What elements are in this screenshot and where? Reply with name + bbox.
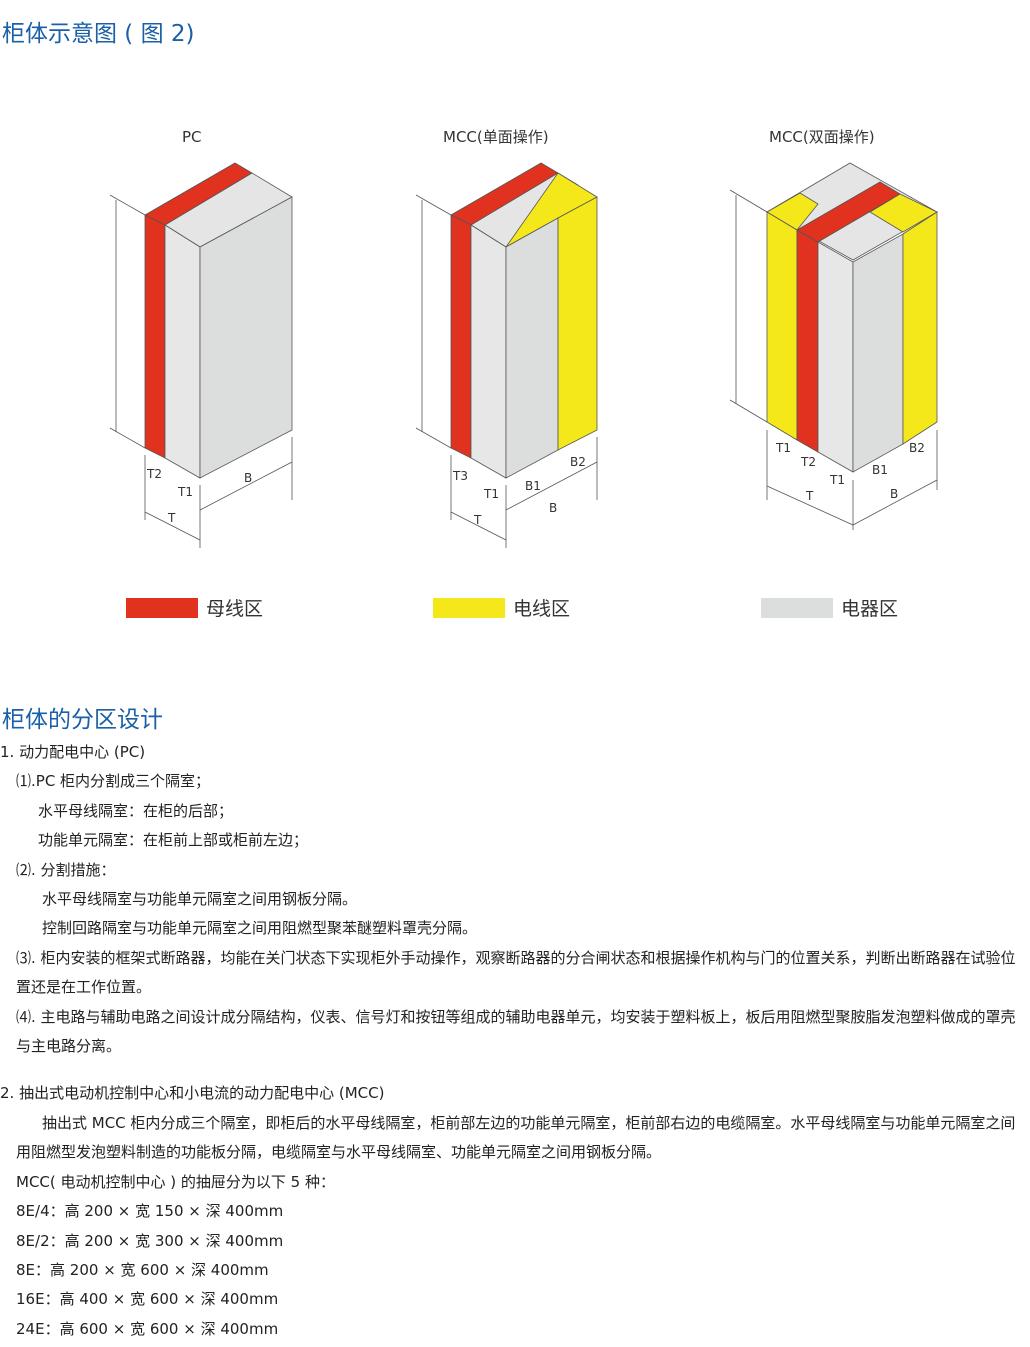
legend-swatch-grey bbox=[761, 597, 833, 618]
legend-swatch-yellow bbox=[433, 597, 505, 618]
dim-label: T bbox=[805, 489, 814, 503]
paragraph: 抽出式 MCC 柜内分成三个隔室，即柜后的水平母线隔室，柜前部左边的功能单元隔室… bbox=[16, 1113, 1016, 1162]
paragraph: 控制回路隔室与功能单元隔室之间用阻燃型聚苯醚塑料罩壳分隔。 bbox=[42, 919, 478, 938]
legend-cable: 电线区 bbox=[433, 594, 570, 621]
dim-label: B bbox=[890, 487, 898, 501]
dim-label: B2 bbox=[909, 441, 925, 455]
dim-label: T2 bbox=[146, 467, 162, 481]
legend-label: 电线区 bbox=[513, 598, 571, 620]
dim-label: B2 bbox=[570, 455, 586, 469]
diagram-label-mcc-double: MCC(双面操作) bbox=[769, 128, 875, 146]
paragraph: ⑵. 分割措施： bbox=[16, 860, 116, 879]
dim-label: B1 bbox=[872, 463, 888, 477]
diagram-label-mcc-single: MCC(单面操作) bbox=[443, 128, 549, 146]
paragraph: 水平母线隔室：在柜的后部； bbox=[38, 801, 234, 820]
paragraph: ⑶. 柜内安装的框架式断路器，均能在关门状态下实现柜外手动操作，观察断路器的分合… bbox=[16, 948, 1016, 997]
dim-label: T1 bbox=[775, 441, 791, 455]
dim-label: T bbox=[473, 513, 482, 527]
drawer-spec: 24E：高 600 × 宽 600 × 深 400mm bbox=[16, 1319, 279, 1338]
heading-pc: 1. 动力配电中心 (PC) bbox=[0, 743, 146, 761]
dim-label: T bbox=[167, 511, 176, 525]
drawer-spec: 8E：高 200 × 宽 600 × 深 400mm bbox=[16, 1260, 269, 1279]
drawer-spec: 8E/4：高 200 × 宽 150 × 深 400mm bbox=[16, 1202, 284, 1221]
dim-label: T1 bbox=[177, 485, 193, 499]
pc-cabinet bbox=[109, 162, 293, 548]
dim-label: T1 bbox=[483, 487, 499, 501]
dim-label: T1 bbox=[829, 473, 845, 487]
page-title: 柜体示意图 ( 图 2) bbox=[2, 21, 195, 47]
body-text: 1. 动力配电中心 (PC) ⑴.PC 柜内分割成三个隔室； 水平母线隔室：在柜… bbox=[0, 738, 1030, 1344]
mcc-double-cabinet bbox=[729, 162, 938, 530]
paragraph: 水平母线隔室与功能单元隔室之间用钢板分隔。 bbox=[42, 890, 358, 909]
dim-label: T2 bbox=[800, 455, 816, 469]
legend-swatch-red bbox=[126, 597, 198, 618]
drawer-spec: 16E：高 400 × 宽 600 × 深 400mm bbox=[16, 1290, 279, 1309]
heading-mcc: 2. 抽出式电动机控制中心和小电流的动力配电中心 (MCC) bbox=[0, 1084, 385, 1103]
legend-busbar: 母线区 bbox=[126, 594, 263, 621]
cabinet-diagrams: PC MCC(单面操作) MCC(双面操作) T2 T1 T B T3 T1 T… bbox=[109, 128, 938, 548]
legend-label: 母线区 bbox=[206, 598, 264, 620]
paragraph: ⑷. 主电路与辅助电路之间设计成分隔结构，仪表、信号灯和按钮等组成的辅助电器单元… bbox=[16, 1007, 1016, 1056]
paragraph: ⑴.PC 柜内分割成三个隔室； bbox=[16, 772, 211, 791]
legend-electrical: 电器区 bbox=[761, 594, 898, 621]
paragraph: MCC( 电动机控制中心 ) 的抽屉分为以下 5 种： bbox=[16, 1172, 335, 1191]
dim-label: T3 bbox=[452, 469, 468, 483]
drawer-spec: 8E/2：高 200 × 宽 300 × 深 400mm bbox=[16, 1231, 284, 1250]
mcc-single-cabinet bbox=[415, 162, 598, 548]
diagram-label-pc: PC bbox=[182, 128, 202, 146]
dim-label: B bbox=[549, 501, 557, 515]
dim-label: B1 bbox=[525, 479, 541, 493]
dim-label: B bbox=[244, 471, 252, 485]
paragraph: 功能单元隔室：在柜前上部或柜前左边； bbox=[38, 831, 309, 850]
legend-label: 电器区 bbox=[841, 598, 899, 620]
section-title: 柜体的分区设计 bbox=[2, 707, 163, 733]
